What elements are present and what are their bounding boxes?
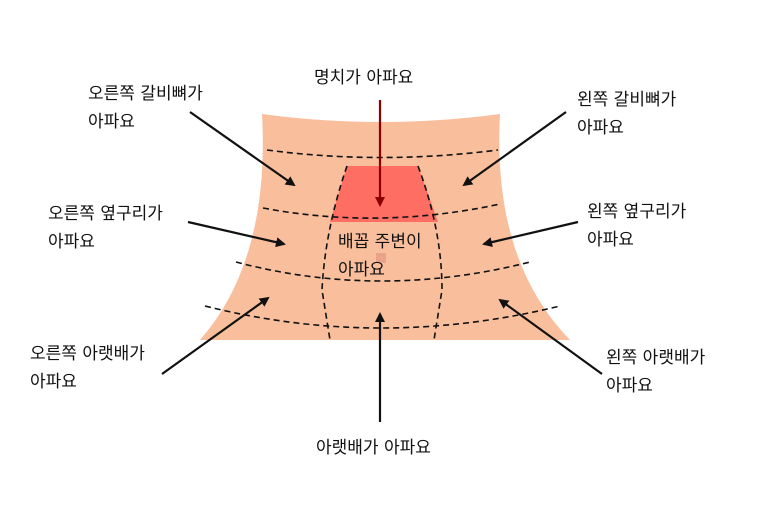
label-periumbilical-line2: 아파요 xyxy=(338,260,385,280)
arrow-right-upper xyxy=(189,111,296,187)
label-left-lower-line2: 아파요 xyxy=(606,376,653,396)
region-line-right-vertical xyxy=(417,165,443,341)
region-line-top xyxy=(266,149,499,159)
label-right-lower-line2: 아파요 xyxy=(30,372,77,392)
label-periumbilical-line1: 배꼽 주변이 xyxy=(338,232,422,252)
label-left-flank: 왼쪽 옆구리가 아파요 xyxy=(587,198,686,254)
arrow-left-lower xyxy=(498,298,603,375)
label-right-flank-line2: 아파요 xyxy=(48,232,95,252)
label-left-upper-line2: 아파요 xyxy=(577,118,624,138)
label-left-flank-line2: 아파요 xyxy=(587,230,634,250)
label-left-flank-line1: 왼쪽 옆구리가 xyxy=(587,202,687,222)
label-epigastric-text: 명치가 아파요 xyxy=(314,68,414,88)
arrow-left-flank xyxy=(482,220,579,248)
label-right-lower: 오른쪽 아랫배가 아파요 xyxy=(30,340,145,396)
label-left-upper: 왼쪽 갈비뼈가 아파요 xyxy=(577,86,676,142)
navel-dot xyxy=(376,253,386,263)
label-right-upper-line2: 아파요 xyxy=(88,112,135,132)
label-left-lower: 왼쪽 아랫배가 아파요 xyxy=(606,344,705,400)
label-lower-abdomen: 아랫배가 아파요 xyxy=(316,434,431,462)
arrow-right-lower xyxy=(161,296,270,375)
label-right-flank-line1: 오른쪽 옆구리가 xyxy=(48,204,163,224)
arrow-right-flank xyxy=(187,220,286,248)
label-lower-abdomen-text: 아랫배가 아파요 xyxy=(316,438,431,458)
label-right-lower-line1: 오른쪽 아랫배가 xyxy=(30,344,145,364)
label-left-lower-line1: 왼쪽 아랫배가 xyxy=(606,348,706,368)
label-periumbilical: 배꼽 주변이 아파요 xyxy=(338,228,422,284)
epigastric-region-highlight xyxy=(330,166,438,222)
label-right-upper-line1: 오른쪽 갈비뼈가 xyxy=(88,84,203,104)
abdomen-shape xyxy=(200,114,570,340)
label-right-flank: 오른쪽 옆구리가 아파요 xyxy=(48,200,163,256)
label-right-upper: 오른쪽 갈비뼈가 아파요 xyxy=(88,80,203,136)
label-epigastric: 명치가 아파요 xyxy=(314,64,413,92)
label-left-upper-line1: 왼쪽 갈비뼈가 xyxy=(577,90,677,110)
region-line-left-vertical xyxy=(321,165,348,341)
arrow-left-upper xyxy=(462,111,567,187)
